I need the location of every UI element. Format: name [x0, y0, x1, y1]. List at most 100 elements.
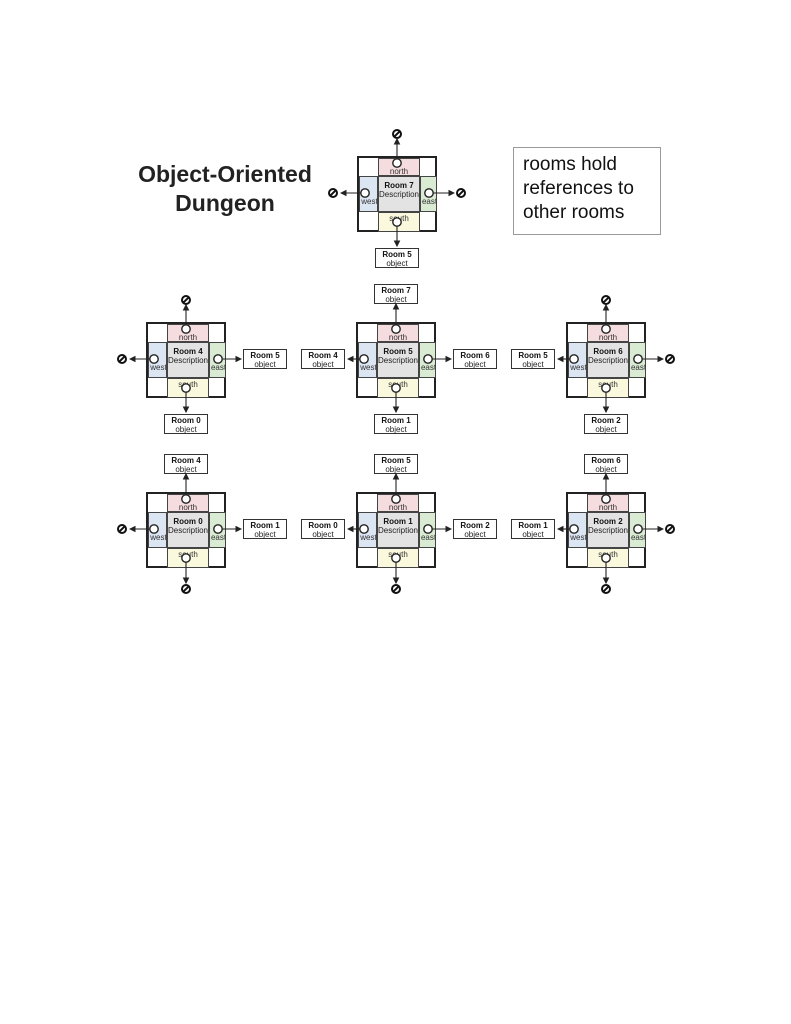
- east-cell-label: east: [421, 197, 437, 206]
- north-cell-label: north: [178, 333, 198, 342]
- room-name: Room 5: [383, 347, 413, 356]
- room-7-west-null-icon: [328, 188, 338, 198]
- room-7-west-ref: [360, 188, 370, 198]
- object-room-name: Room 4: [171, 456, 201, 465]
- room-description: Description: [587, 356, 628, 365]
- object-type-label: object: [312, 530, 334, 539]
- object-type-label: object: [175, 465, 197, 474]
- room-name: Room 2: [593, 517, 623, 526]
- east-cell-label: east: [420, 363, 436, 372]
- west-cell-label: west: [150, 533, 167, 542]
- object-room-name: Room 7: [381, 286, 411, 295]
- object-room-name: Room 6: [591, 456, 621, 465]
- title-line-2: Dungeon: [175, 190, 275, 216]
- object-room-name: Room 0: [171, 416, 201, 425]
- object-room-name: Room 5: [381, 456, 411, 465]
- room-name: Room 1: [383, 517, 413, 526]
- room-0-west-ref: [149, 524, 159, 534]
- room-7-north-null-icon: [392, 129, 402, 139]
- object-type-label: object: [254, 360, 276, 369]
- room-6-west-ref: [569, 354, 579, 364]
- room-6-north-null-icon: [601, 295, 611, 305]
- room-7-east-null-icon: [456, 188, 466, 198]
- object-room-name: Room 2: [460, 521, 490, 530]
- west-cell-label: west: [361, 197, 378, 206]
- east-cell-label: east: [630, 363, 646, 372]
- room-4-north-null-icon: [181, 295, 191, 305]
- diagram-title: Object-Oriented Dungeon: [120, 160, 330, 218]
- east-cell-label: east: [210, 533, 226, 542]
- east-cell-label: east: [630, 533, 646, 542]
- east-cell-label: east: [420, 533, 436, 542]
- object-room-name: Room 2: [591, 416, 621, 425]
- east-cell-label: east: [210, 363, 226, 372]
- room-description: Description: [377, 356, 418, 365]
- object-type-label: object: [385, 425, 407, 434]
- room-0-south-null-icon: [181, 584, 191, 594]
- room-0-north-ref: [181, 494, 191, 504]
- north-cell-label: north: [178, 503, 198, 512]
- object-room-name: Room 1: [381, 416, 411, 425]
- object-type-label: object: [464, 530, 486, 539]
- room-1-east-ref: [423, 524, 433, 534]
- room-0-east-ref: [213, 524, 223, 534]
- room-2-south-null-icon: [601, 584, 611, 594]
- room-2-west-ref: [569, 524, 579, 534]
- room-description: Description: [167, 356, 208, 365]
- object-room-name: Room 6: [460, 351, 490, 360]
- west-cell-label: west: [360, 533, 377, 542]
- object-type-label: object: [522, 360, 544, 369]
- room-4-east-ref: [213, 354, 223, 364]
- room-name: Room 4: [173, 347, 203, 356]
- room-1-south-ref: [391, 553, 401, 563]
- object-type-label: object: [464, 360, 486, 369]
- room-7-south-ref: [392, 217, 402, 227]
- north-cell-label: north: [598, 333, 618, 342]
- room-description: Description: [587, 526, 628, 535]
- note-line-2: references to: [523, 178, 634, 199]
- object-type-label: object: [312, 360, 334, 369]
- room-0-south-ref: [181, 553, 191, 563]
- room-5-north-ref: [391, 324, 401, 334]
- object-type-label: object: [522, 530, 544, 539]
- object-room-name: Room 5: [382, 250, 412, 259]
- north-cell-label: north: [388, 333, 408, 342]
- object-type-label: object: [175, 425, 197, 434]
- room-name: Room 7: [384, 181, 414, 190]
- room-6-east-null-icon: [665, 354, 675, 364]
- object-type-label: object: [595, 425, 617, 434]
- room-6-east-ref: [633, 354, 643, 364]
- west-cell-label: west: [570, 533, 587, 542]
- room-description: Description: [167, 526, 208, 535]
- room-5-west-ref: [359, 354, 369, 364]
- room-4-north-ref: [181, 324, 191, 334]
- room-1-south-null-icon: [391, 584, 401, 594]
- room-6-south-ref: [601, 383, 611, 393]
- room-4-west-ref: [149, 354, 159, 364]
- title-line-1: Object-Oriented: [138, 161, 312, 187]
- object-room-name: Room 1: [518, 521, 548, 530]
- object-type-label: object: [386, 259, 408, 268]
- room-5-south-ref: [391, 383, 401, 393]
- room-4-south-ref: [181, 383, 191, 393]
- room-description: Description: [377, 526, 418, 535]
- room-2-north-ref: [601, 494, 611, 504]
- note-line-3: other rooms: [523, 202, 625, 223]
